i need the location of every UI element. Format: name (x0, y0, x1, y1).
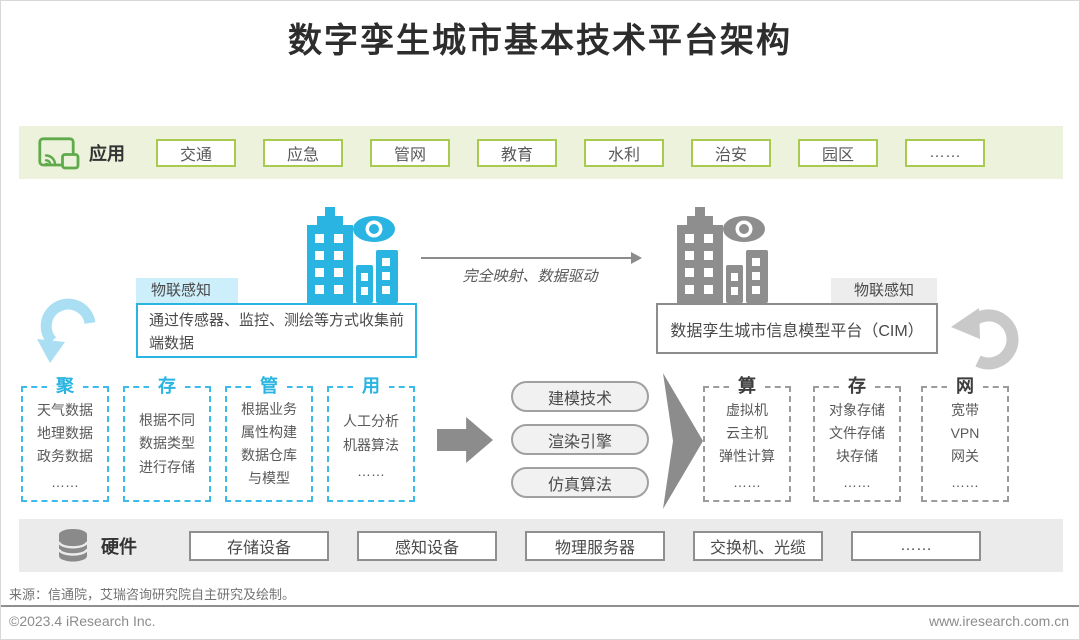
data-group-store: 存 根据不同 数据类型 进行存储 (123, 375, 211, 502)
ellipsis: …… (51, 474, 79, 491)
cast-screen-icon (38, 137, 80, 170)
source-note: 来源：信通院，艾瑞咨询研究院自主研究及绘制。 (9, 587, 296, 602)
group-lines: 虚拟机 云主机 弹性计算 (719, 401, 775, 465)
hw-item: 感知设备 (357, 530, 497, 561)
physical-city-buildings-icon (307, 207, 398, 303)
data-group-gather: 聚 天气数据 地理数据 政务数据 …… (21, 375, 109, 502)
hardware-items: 存储设备 感知设备 物理服务器 交换机、光缆 …… (189, 530, 981, 561)
hw-item: 交换机、光缆 (693, 530, 823, 561)
application-items: 交通 应急 管网 教育 水利 治安 园区 …… (156, 138, 985, 167)
app-item: 教育 (477, 138, 557, 167)
group-lines: 根据业务 属性构建 数据仓库 与模型 (241, 400, 297, 487)
hw-item: 存储设备 (189, 530, 329, 561)
app-item: 治安 (691, 138, 771, 167)
right-block-arrow (437, 417, 493, 463)
cim-platform-box: 数据孪生城市信息模型平台（CIM） (656, 303, 938, 354)
application-layer-row: 应用 交通 应急 管网 教育 水利 治安 园区 …… (19, 126, 1063, 179)
eye-icon (369, 224, 379, 234)
digital-twin-city-buildings-icon (677, 207, 768, 303)
data-group-manage: 管 根据业务 属性构建 数据仓库 与模型 (225, 375, 313, 502)
hardware-layer-label: 硬件 (101, 536, 137, 557)
app-item: 水利 (584, 138, 664, 167)
chevron-right-arrow (663, 373, 703, 509)
curved-arrow-icon (951, 308, 1019, 370)
footer-divider (1, 605, 1079, 607)
resource-group-storage: 存 对象存储 文件存储 块存储 …… (813, 375, 901, 502)
resource-group-network: 网 宽带 VPN 网关 …… (921, 375, 1009, 502)
group-lines: 根据不同 数据类型 进行存储 (139, 412, 195, 475)
curved-arrow-icon (37, 298, 96, 363)
app-item: 管网 (370, 138, 450, 167)
hardware-layer-row: 硬件 存储设备 感知设备 物理服务器 交换机、光缆 …… (19, 519, 1063, 572)
ellipsis: …… (733, 474, 761, 491)
app-item: 园区 (798, 138, 878, 167)
page-title: 数字孪生城市基本技术平台架构 (288, 22, 792, 60)
iot-sensing-tag-left: 物联感知 (136, 278, 238, 303)
resource-group-compute: 算 虚拟机 云主机 弹性计算 …… (703, 375, 791, 502)
app-item: …… (905, 138, 985, 167)
group-title: 存 (149, 375, 185, 398)
hw-item: …… (851, 530, 981, 561)
iot-sensing-tag-right: 物联感知 (831, 278, 937, 303)
ellipsis: …… (951, 474, 979, 491)
tech-pill: 建模技术 (511, 381, 649, 412)
application-layer-label: 应用 (89, 143, 125, 164)
group-lines: 人工分析 机器算法 (343, 413, 399, 453)
group-lines: 宽带 VPN 网关 (950, 401, 980, 465)
ellipsis: …… (843, 474, 871, 491)
mapping-arrow (421, 252, 642, 264)
group-title: 管 (251, 375, 287, 398)
group-title: 用 (353, 375, 389, 398)
app-item: 应急 (263, 138, 343, 167)
group-title: 算 (729, 375, 765, 398)
hw-item: 物理服务器 (525, 530, 665, 561)
mapping-arrow-label: 完全映射、数据驱动 (462, 268, 598, 285)
group-title: 存 (839, 375, 875, 398)
group-lines: 天气数据 地理数据 政务数据 (37, 401, 93, 465)
group-lines: 对象存储 文件存储 块存储 (829, 401, 885, 465)
group-title: 聚 (47, 375, 83, 398)
database-icon (57, 529, 89, 562)
tech-pill: 仿真算法 (511, 467, 649, 498)
copyright-text: ©2023.4 iResearch Inc. (9, 613, 156, 629)
ellipsis: …… (357, 462, 385, 479)
tech-pill: 渲染引擎 (511, 424, 649, 455)
data-group-use: 用 人工分析 机器算法 …… (327, 375, 415, 502)
website-text: www.iresearch.com.cn (928, 613, 1069, 629)
eye-icon (739, 224, 749, 234)
app-item: 交通 (156, 138, 236, 167)
data-collection-box: 通过传感器、监控、测绘等方式收集前端数据 (136, 303, 417, 358)
group-title: 网 (947, 375, 983, 398)
